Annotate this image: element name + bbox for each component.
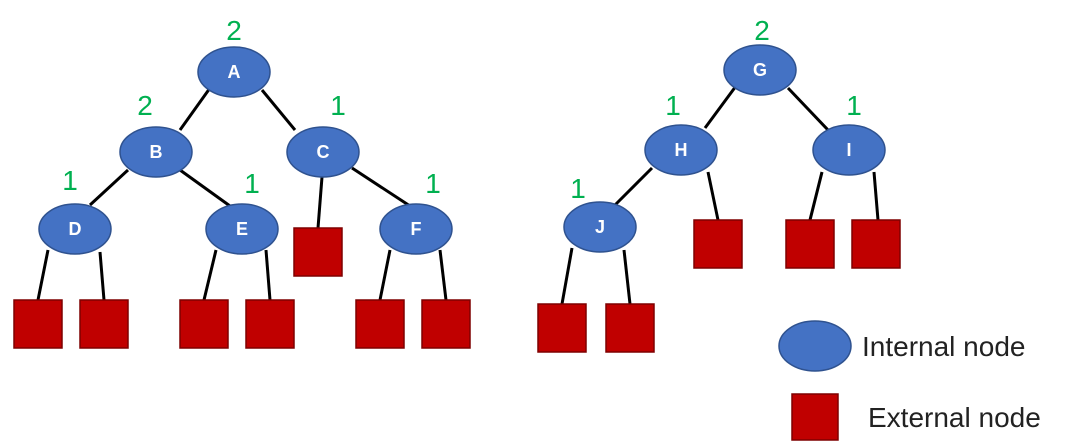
edge-d-ext2	[98, 251, 106, 301]
legend: Internal node External node	[778, 320, 1041, 441]
rank-label-b: 2	[137, 90, 153, 121]
rank-label-a: 2	[226, 15, 242, 46]
external-node	[605, 303, 655, 353]
node-e-label: E	[236, 219, 248, 239]
external-node	[421, 299, 471, 349]
node-f-label: F	[411, 219, 422, 239]
edge-g-i	[786, 86, 830, 132]
node-c-label: C	[317, 142, 330, 162]
node-f-ellipse	[379, 203, 453, 255]
edge-f-ext1	[378, 249, 392, 301]
external-node	[693, 219, 743, 269]
node-i-ellipse	[812, 124, 886, 176]
node-a-label: A	[228, 62, 241, 82]
rank-label-j: 1	[570, 173, 586, 204]
edge-c-f	[351, 166, 411, 208]
edge-d-ext1	[36, 249, 50, 301]
edge-h-j	[612, 166, 654, 208]
node-e-ellipse	[205, 203, 279, 255]
external-node	[293, 227, 343, 277]
external-node	[245, 299, 295, 349]
rank-label-d: 1	[62, 165, 78, 196]
node-a: A	[197, 46, 271, 98]
node-g: G	[723, 44, 797, 96]
node-h: H	[644, 124, 718, 176]
edge-a-b	[178, 87, 212, 131]
external-node	[537, 303, 587, 353]
legend-external-swatch	[791, 393, 839, 441]
node-c: C	[286, 126, 360, 178]
node-j: J	[563, 201, 637, 253]
edge-b-d	[88, 168, 130, 207]
external-nodes	[13, 219, 901, 353]
edge-j-ext2	[622, 249, 632, 305]
node-i-label: I	[846, 140, 851, 160]
node-d-ellipse	[38, 203, 112, 255]
edges-right-tree	[560, 85, 880, 305]
edge-a-c	[260, 89, 297, 131]
rank-labels: 2 2 1 1 1 1 2 1 1 1	[62, 15, 862, 204]
node-b-ellipse	[119, 126, 193, 178]
node-i: I	[812, 124, 886, 176]
node-j-ellipse	[563, 201, 637, 253]
edge-g-h	[703, 85, 738, 129]
node-b-label: B	[150, 142, 163, 162]
rank-label-c: 1	[330, 90, 346, 121]
edge-e-ext1	[202, 249, 218, 301]
rank-label-f: 1	[425, 168, 441, 199]
external-node	[851, 219, 901, 269]
edge-j-ext1	[560, 247, 574, 305]
external-node	[785, 219, 835, 269]
node-a-ellipse	[197, 46, 271, 98]
rank-label-g: 2	[754, 15, 770, 46]
edges-left-tree	[36, 87, 448, 301]
edge-c-ext	[316, 176, 324, 229]
node-e: E	[205, 203, 279, 255]
legend-internal-swatch	[778, 320, 852, 372]
legend-external-label: External node	[868, 402, 1041, 433]
node-b: B	[119, 126, 193, 178]
rank-label-i: 1	[846, 90, 862, 121]
legend-internal-label: Internal node	[862, 331, 1025, 362]
rank-label-h: 1	[665, 90, 681, 121]
node-f: F	[379, 203, 453, 255]
edge-i-ext2	[872, 171, 880, 221]
edge-h-ext	[706, 171, 720, 221]
edge-f-ext2	[438, 249, 448, 301]
node-g-ellipse	[723, 44, 797, 96]
edge-b-e	[179, 168, 231, 208]
node-j-label: J	[595, 217, 605, 237]
edge-i-ext1	[808, 171, 824, 221]
node-c-ellipse	[286, 126, 360, 178]
node-d: D	[38, 203, 112, 255]
internal-nodes: A B C D E F G H	[38, 44, 886, 255]
node-d-label: D	[69, 219, 82, 239]
external-node	[79, 299, 129, 349]
node-h-ellipse	[644, 124, 718, 176]
node-g-label: G	[753, 60, 767, 80]
external-node	[13, 299, 63, 349]
node-h-label: H	[675, 140, 688, 160]
rank-label-e: 1	[244, 168, 260, 199]
external-node	[355, 299, 405, 349]
edge-e-ext2	[264, 249, 272, 301]
external-node	[179, 299, 229, 349]
